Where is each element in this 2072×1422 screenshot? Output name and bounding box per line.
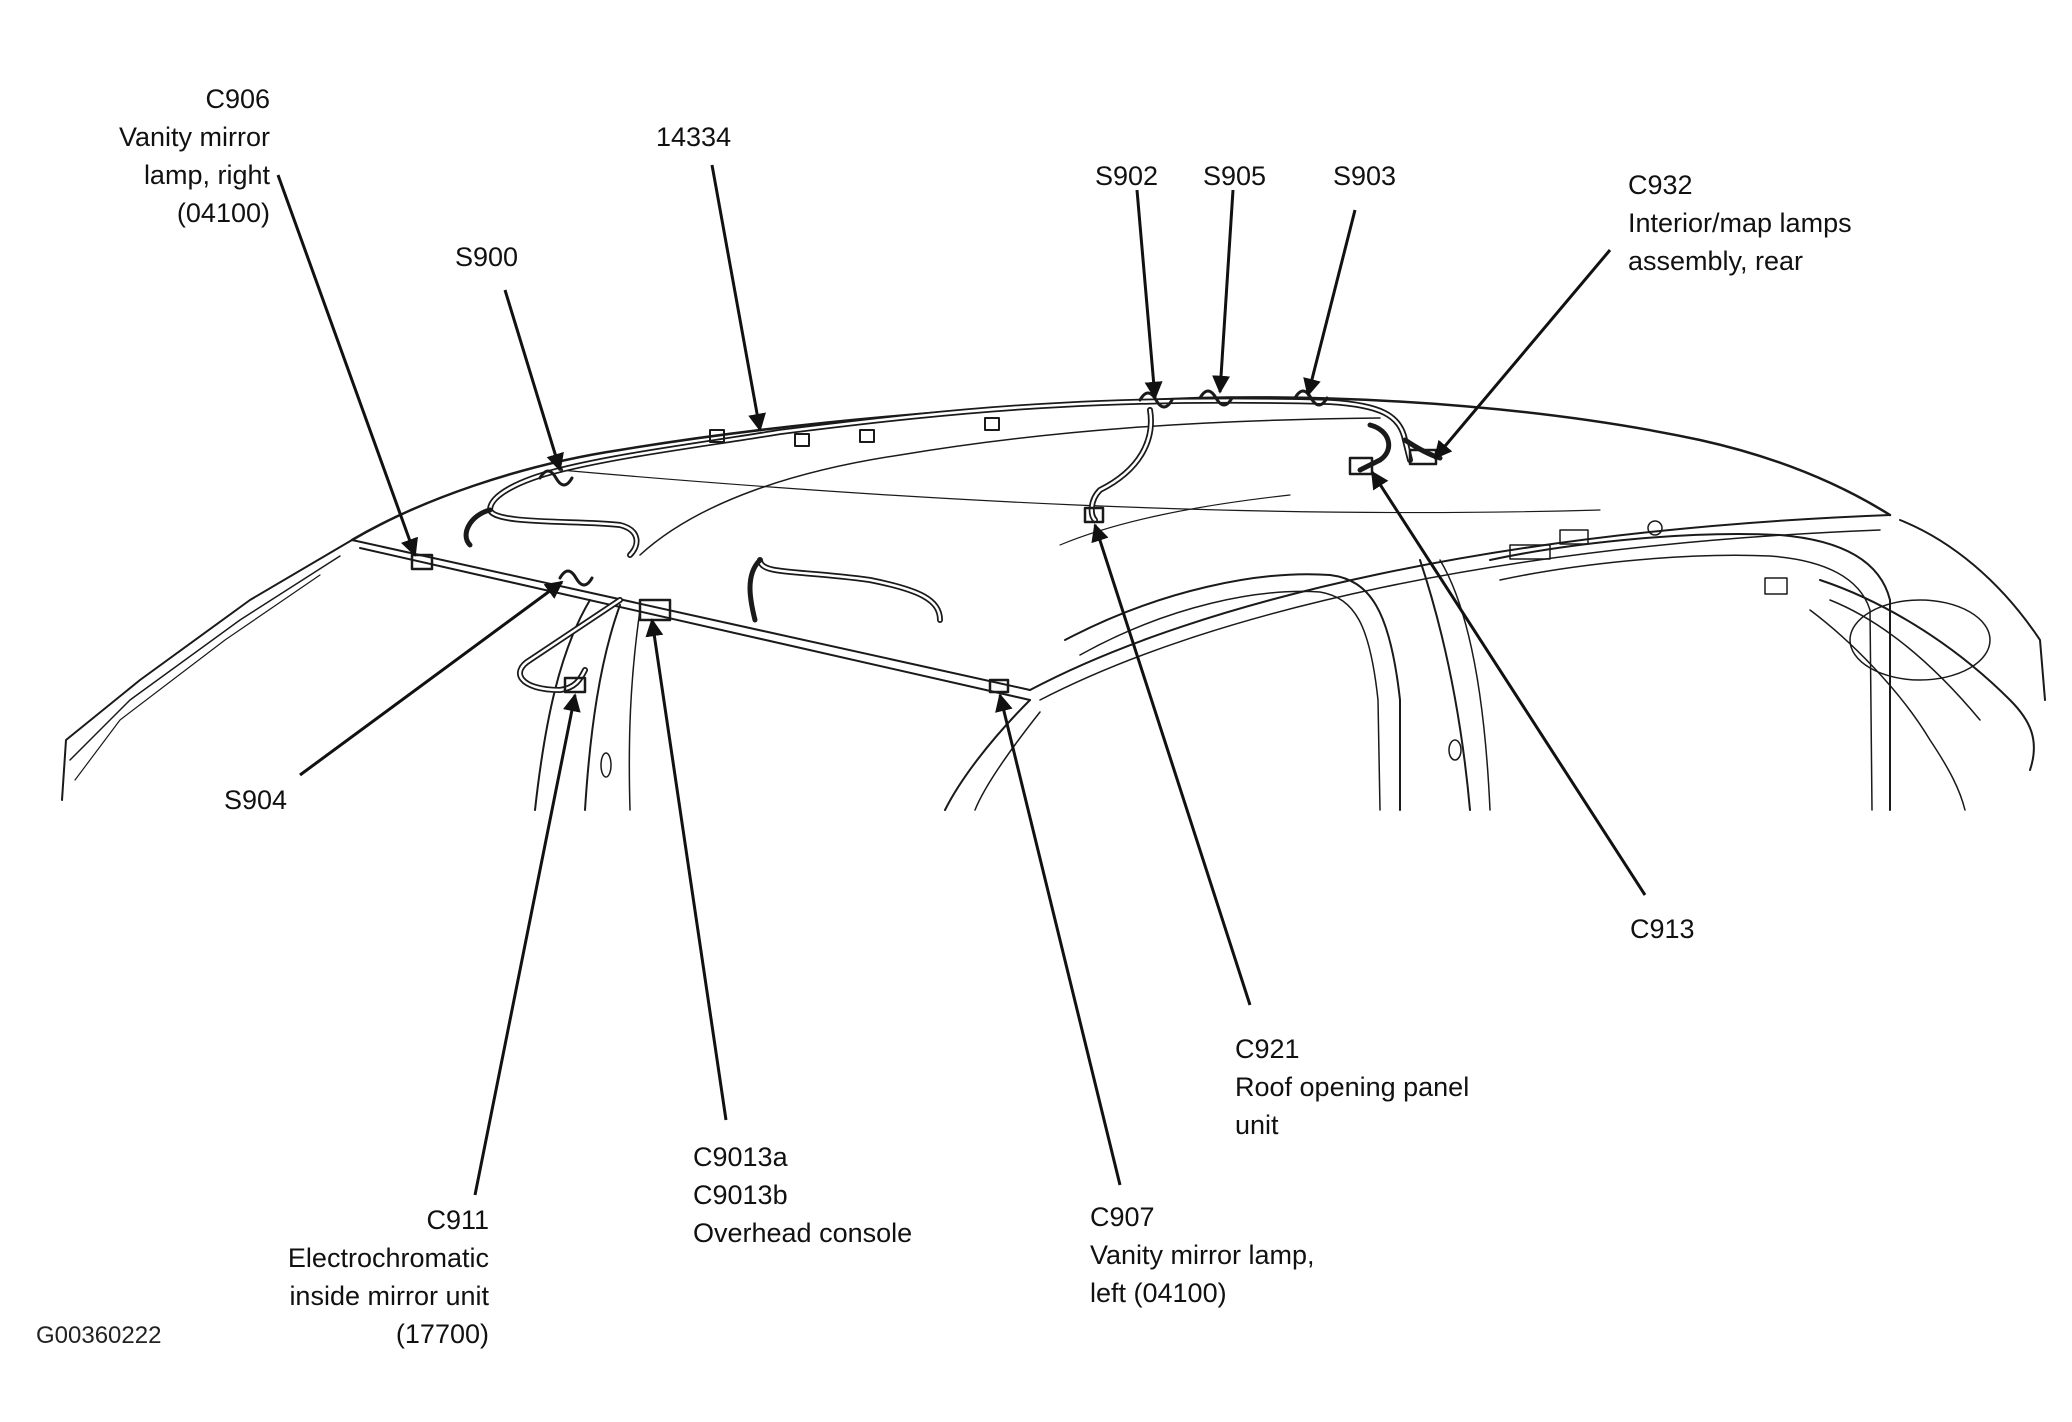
figure-id: G00360222	[36, 1322, 162, 1349]
leader-c932	[1433, 249, 1612, 460]
leader-c906	[276, 174, 418, 557]
splice-s904	[558, 569, 594, 587]
label-c907: C907 Vanity mirror lamp, left (04100)	[1090, 1202, 1315, 1308]
label-c911: C911 Electrochromatic inside mirror unit…	[287, 1205, 489, 1349]
label-s900: S900	[455, 242, 519, 272]
door-frame-rear	[1064, 573, 1401, 811]
leader-s900	[503, 289, 564, 472]
a-pillar-center	[534, 599, 591, 811]
connector-c911	[563, 676, 587, 694]
leader-s904	[299, 580, 564, 777]
leader-s902	[1135, 189, 1163, 400]
label-c913: C913	[1630, 914, 1695, 944]
leader-14334	[710, 164, 766, 432]
splice-s905	[1198, 389, 1234, 407]
label-s905: S905	[1203, 161, 1267, 191]
leader-s905	[1212, 189, 1235, 394]
console-harness	[757, 557, 943, 623]
roof-side-rail	[1029, 514, 1891, 691]
label-c921: C921 Roof opening panel unit	[1235, 1034, 1470, 1140]
label-s904: S904	[224, 785, 288, 815]
leader-c913	[1370, 470, 1647, 896]
leader-s903	[1303, 209, 1357, 397]
connector-c907	[988, 678, 1010, 694]
leader-c9013	[645, 618, 728, 1121]
label-c9013: C9013a C9013b Overhead console	[693, 1142, 913, 1248]
rear-quarter	[1489, 533, 1891, 811]
splice-s900	[538, 469, 574, 487]
label-s903: S903	[1333, 161, 1397, 191]
connector-c913	[1348, 456, 1374, 476]
leader-c921	[1091, 523, 1252, 1006]
connector-c921	[1083, 506, 1105, 524]
label-c932: C932 Interior/map lamps assembly, rear	[1628, 170, 1852, 276]
label-s902: S902	[1095, 161, 1159, 191]
door-frame-front	[944, 699, 1031, 811]
splice-s903	[1293, 389, 1329, 407]
leader-c907	[995, 693, 1122, 1186]
label-14334: 14334	[656, 122, 732, 152]
windshield-header	[351, 539, 1031, 701]
roof-outline	[350, 396, 1892, 542]
a-pillar-left	[61, 539, 353, 801]
connector-c906	[410, 553, 434, 571]
leader-c911	[473, 693, 581, 1196]
label-c906: C906 Vanity mirror lamp, right (04100)	[118, 84, 270, 228]
